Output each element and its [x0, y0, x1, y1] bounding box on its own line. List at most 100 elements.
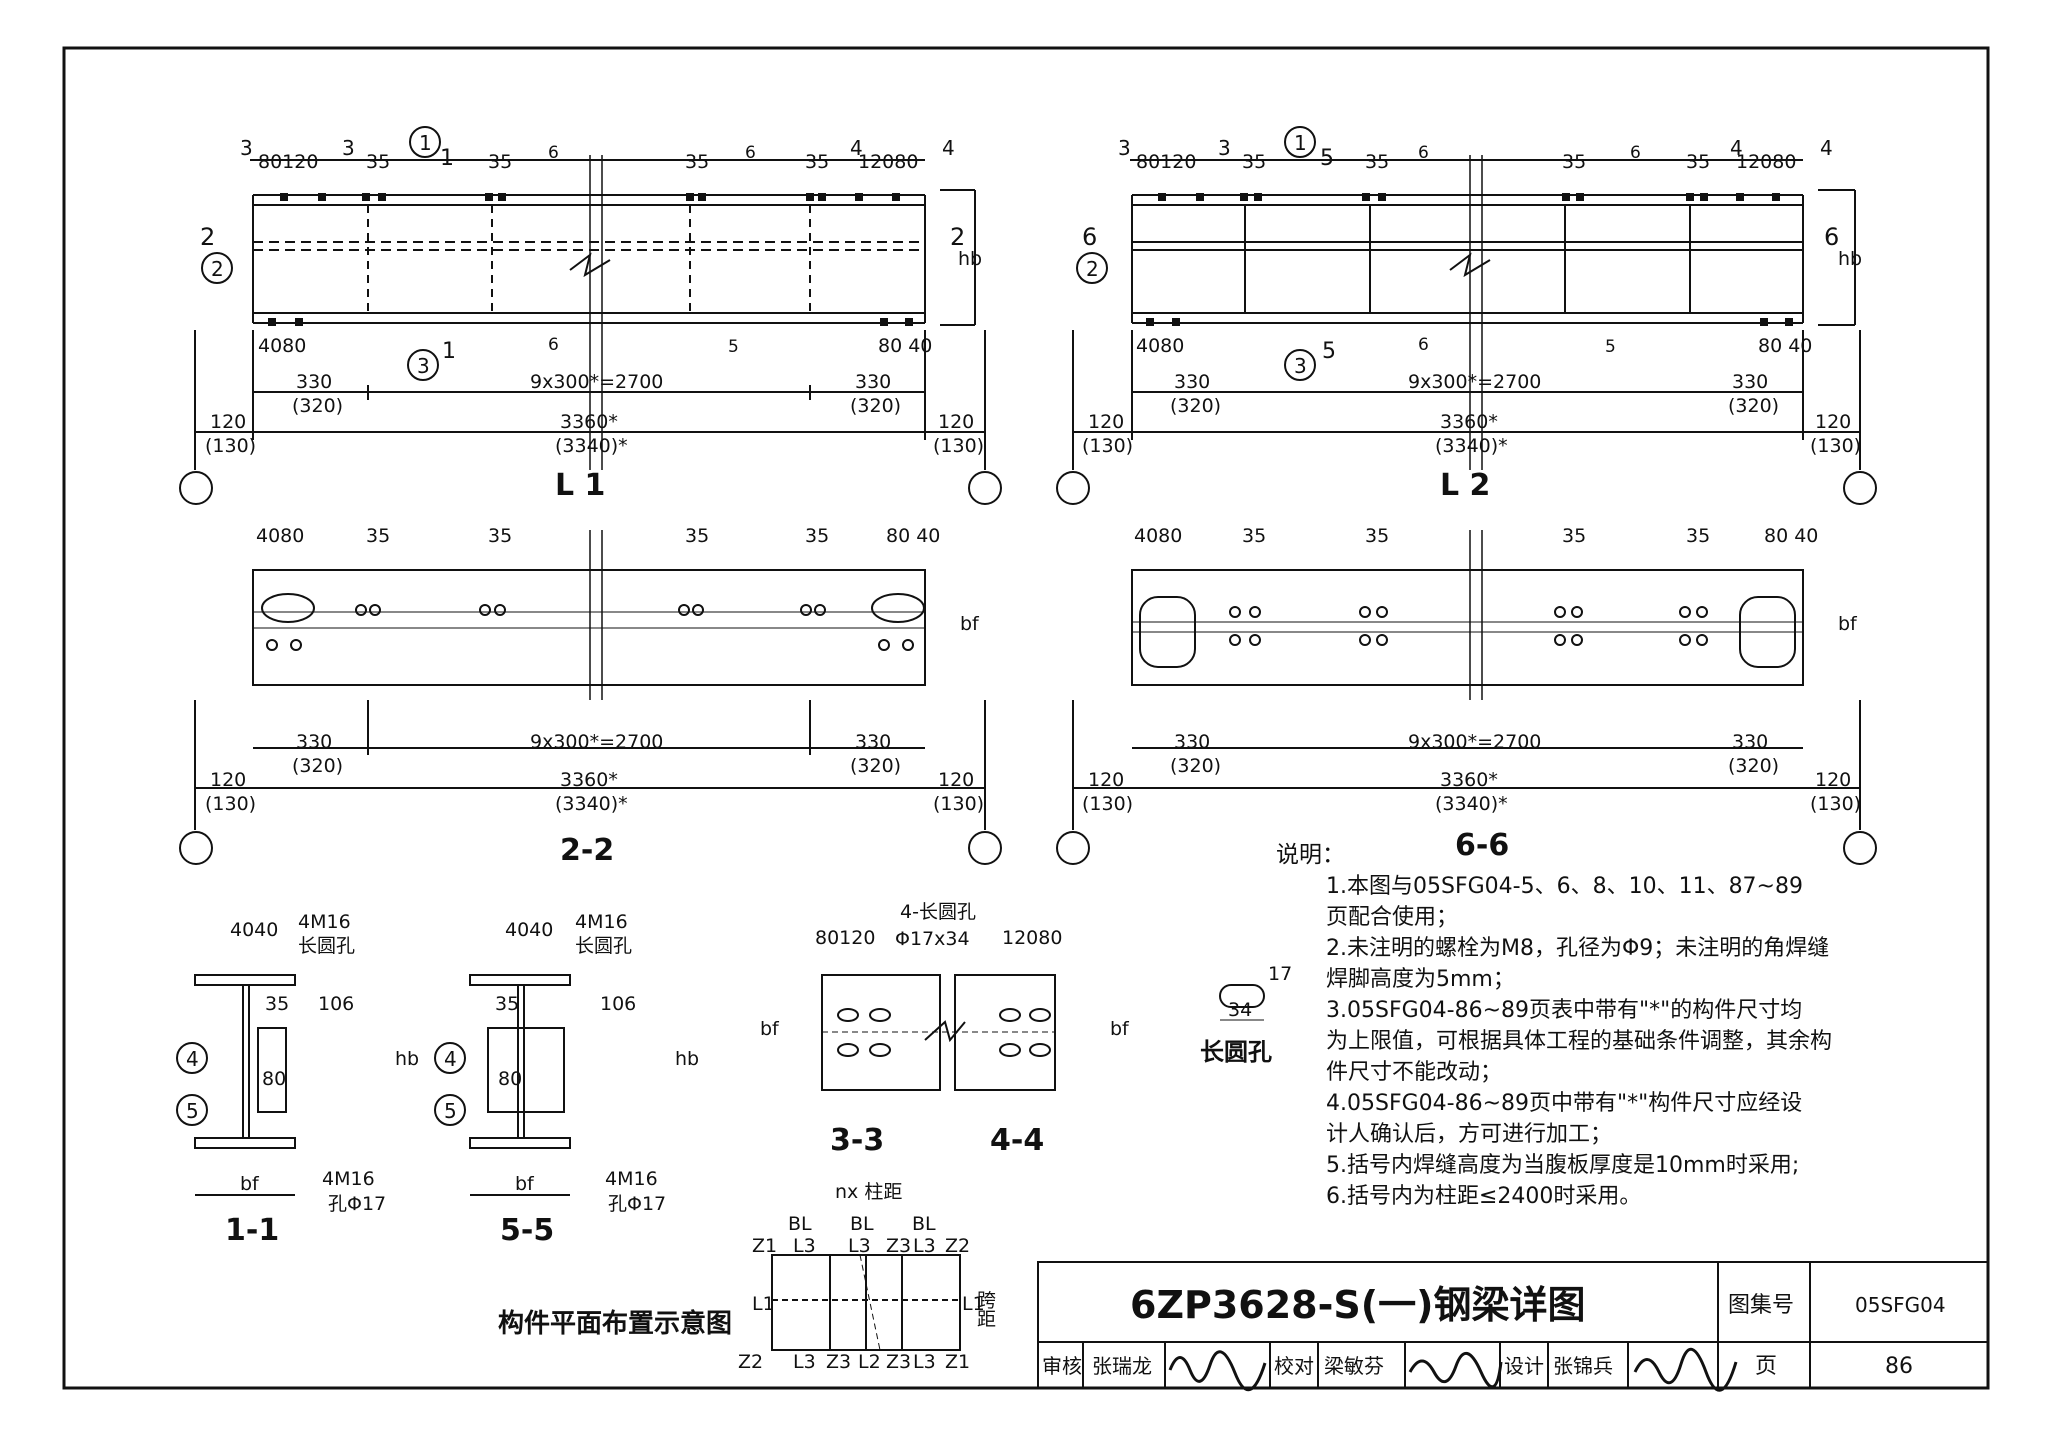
plan-jiaoju: 跨距	[974, 1290, 996, 1328]
marker-4-s11: 4	[186, 1047, 199, 1071]
cut-3-l2: 3	[1118, 136, 1131, 160]
s66-dim-120l: 120	[1088, 769, 1124, 791]
s22-dim-35d: 35	[805, 525, 829, 547]
plan-z3-t: Z3	[886, 1235, 911, 1257]
column-markers	[176, 126, 1877, 1126]
signature-check	[1408, 1352, 1503, 1389]
l2-dim-80-120: 80120	[1136, 151, 1196, 173]
s66-dim-35d: 35	[1686, 525, 1710, 547]
s22-dim-4080: 4080	[256, 525, 304, 547]
section-1-1	[194, 974, 296, 1196]
label-l1: L 1	[555, 468, 605, 503]
tb-check-label: 校对	[1274, 1354, 1314, 1378]
l2-dim-35a: 35	[1242, 151, 1266, 173]
note-item: 1.本图与05SFG04-5、6、8、10、11、87~89 页配合使用；	[1326, 874, 1803, 930]
s22-dim-3360: 3360*	[560, 769, 618, 791]
plan-z1-tl: Z1	[752, 1235, 777, 1257]
s33-slot-label: 4-长圆孔	[900, 901, 976, 923]
slot-detail	[1219, 984, 1265, 1021]
atlas-number: 05SFG04	[1855, 1293, 1946, 1317]
s66-dim-3340: (3340)*	[1435, 793, 1508, 815]
l2-dim-2700: 9x300*=2700	[1408, 371, 1541, 393]
cut-3b-l2: 3	[1218, 136, 1231, 160]
l2-dim-120-80: 12080	[1736, 151, 1796, 173]
note-item: 5.括号内焊缝高度为当腹板厚度是10mm时采用;	[1326, 1153, 1800, 1178]
drawing-title: 6ZP3628-S(一)钢梁详图	[1130, 1283, 1585, 1327]
s22-dim-330r: 330	[855, 731, 891, 753]
plan-bl-1: BL	[788, 1213, 812, 1235]
s11-slot-top: 长圆孔	[298, 935, 355, 957]
cut-3b-l1: 3	[342, 136, 355, 160]
l2-dim-330r: 330	[1732, 371, 1768, 393]
s66-dim-2700: 9x300*=2700	[1408, 731, 1541, 753]
plan-l3-5: L3	[913, 1351, 936, 1373]
marker-4-s55: 4	[444, 1047, 457, 1071]
marker-5-s55: 5	[444, 1099, 457, 1123]
l2-dim-120l: 120	[1088, 411, 1124, 433]
s66-dim-320: (320)	[1170, 755, 1221, 777]
marker-1-l1: 1	[419, 131, 432, 155]
s66-dim-120r: 120	[1815, 769, 1851, 791]
l2-dim-130l: (130)	[1082, 435, 1133, 457]
tb-design-label: 设计	[1504, 1354, 1544, 1378]
label-2-2: 2-2	[560, 833, 614, 868]
weld-6-l1-bot: 6	[548, 335, 559, 355]
s66-dim-bf: bf	[1838, 613, 1858, 635]
cut-2-l1: 2	[200, 223, 215, 251]
s33-dim-bf: bf	[760, 1018, 780, 1040]
page-label: 页	[1755, 1354, 1777, 1379]
l1-dim-3360: 3360*	[560, 411, 618, 433]
l2-dim-320: (320)	[1170, 395, 1221, 417]
plan-l3-1: L3	[793, 1235, 816, 1257]
l2-dim-3340: (3340)*	[1435, 435, 1508, 457]
label-3-3: 3-3	[830, 1123, 884, 1158]
weld-6-l2-bot: 6	[1418, 335, 1429, 355]
tb-review-label: 审核	[1042, 1354, 1082, 1378]
plan-l2: L2	[858, 1351, 881, 1373]
marker-2-l2: 2	[1086, 257, 1099, 281]
l1-dim-330: 330	[296, 371, 332, 393]
plan-z2-tl: Z2	[738, 1351, 763, 1373]
l2-dim-35c: 35	[1562, 151, 1586, 173]
beam-l1-elevation	[194, 155, 986, 470]
l2-dim-3360: 3360*	[1440, 411, 1498, 433]
l1-dim-35c: 35	[685, 151, 709, 173]
l2-dim-320r: (320)	[1728, 395, 1779, 417]
s55-dim-35: 35	[495, 993, 519, 1015]
slot-title: 长圆孔	[1200, 1038, 1272, 1066]
beam-l1-bolts	[268, 193, 913, 326]
s55-dim-80: 80	[498, 1068, 522, 1090]
marker-3-l1: 3	[417, 354, 430, 378]
l1-dim-80-120: 80120	[258, 151, 318, 173]
l2-dim-hb: hb	[1838, 248, 1862, 270]
plan-z3-bl: Z3	[826, 1351, 851, 1373]
atlas-label: 图集号	[1728, 1293, 1794, 1318]
note-item: 4.05SFG04-86~89页中带有"*"构件尺寸应经设 计人确认后，方可进行…	[1326, 1091, 1803, 1147]
sheet-border	[62, 46, 1990, 1390]
l1-dim-35d: 35	[805, 151, 829, 173]
s55-dim-hb: hb	[675, 1048, 699, 1070]
s66-dim-35c: 35	[1562, 525, 1586, 547]
plan-title: 构件平面布置示意图	[498, 1308, 732, 1339]
cut-4-l2: 4	[1730, 136, 1743, 160]
label-l2: L 2	[1440, 468, 1490, 503]
s22-dim-35a: 35	[366, 525, 390, 547]
s55-slot-top: 长圆孔	[575, 935, 632, 957]
label-6-6: 6-6	[1455, 828, 1509, 863]
marker-1-l2: 1	[1294, 131, 1307, 155]
s33-dim-80120: 80120	[815, 927, 875, 949]
s22-dim-130l: (130)	[205, 793, 256, 815]
s44-dim-bf: bf	[1110, 1018, 1130, 1040]
slot-width: 34	[1228, 999, 1252, 1021]
s55-bolt-bot: 4M16	[605, 1168, 658, 1190]
marker-3-l2: 3	[1294, 354, 1307, 378]
section-5-5	[469, 974, 571, 1196]
s66-dim-3360: 3360*	[1440, 769, 1498, 791]
notes-panel: 说明： 1.本图与05SFG04-5、6、8、10、11、87~89 页配合使用…	[1276, 840, 1836, 1212]
s22-dim-35c: 35	[685, 525, 709, 547]
s22-dim-3340: (3340)*	[555, 793, 628, 815]
s11-dim-80: 80	[262, 1068, 286, 1090]
s22-dim-2700: 9x300*=2700	[530, 731, 663, 753]
s11-dim-hb: hb	[395, 1048, 419, 1070]
